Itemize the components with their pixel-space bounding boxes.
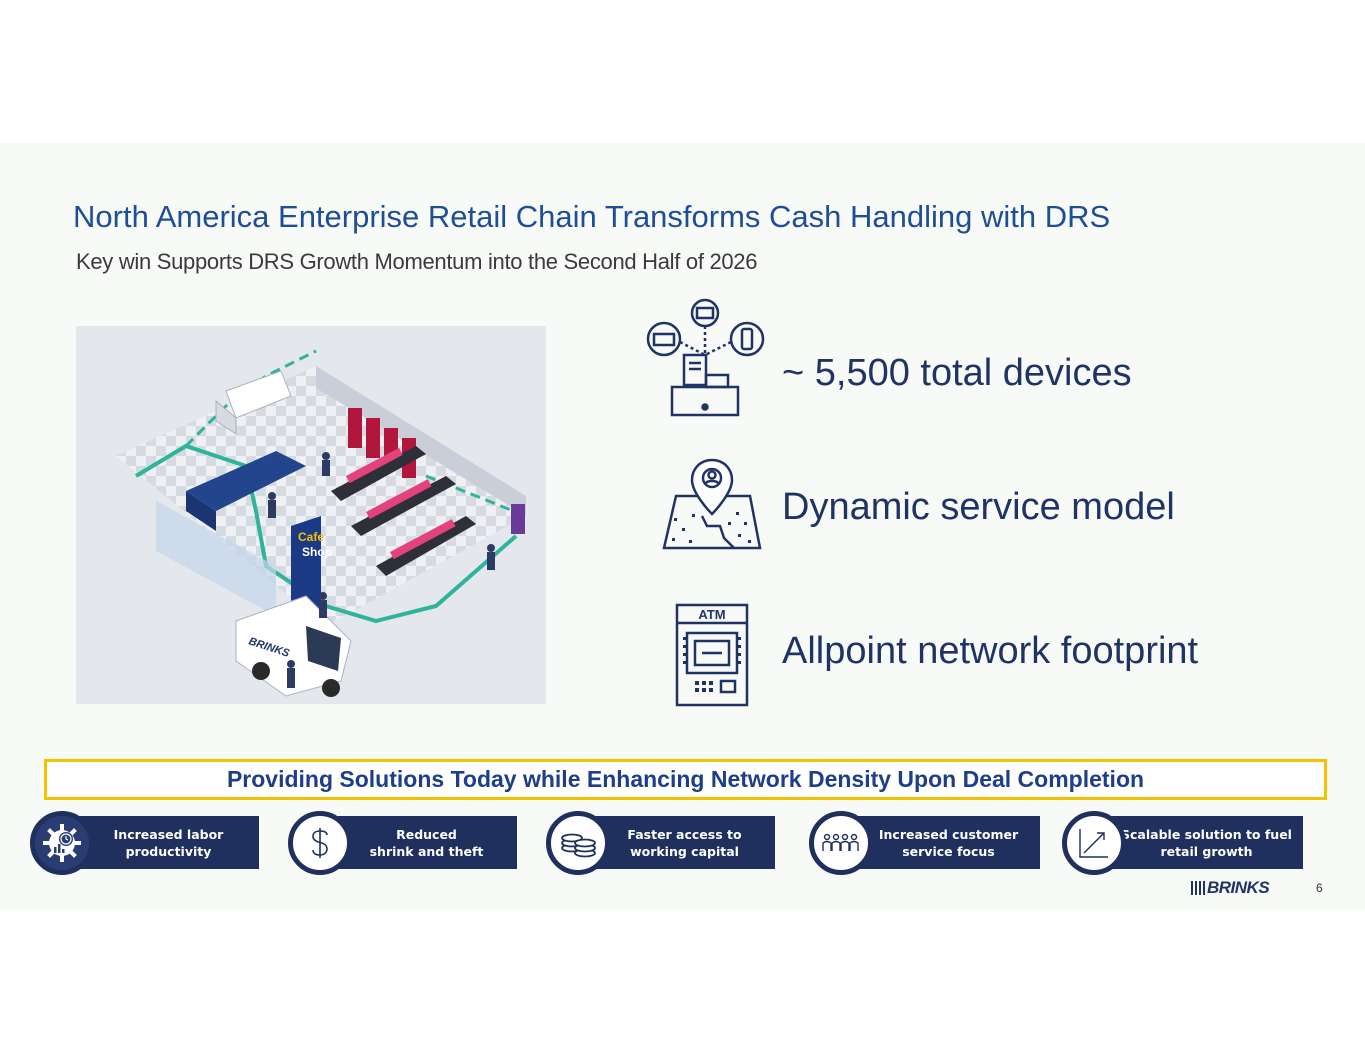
map-pin-icon <box>662 456 764 552</box>
logo-text: BRINKS <box>1207 878 1270 897</box>
benefit-label: Faster access to working capital <box>627 826 742 859</box>
benefit-plate: Increased customer service focus <box>857 816 1040 869</box>
page-number: 6 <box>1316 881 1323 895</box>
growth-chart-icon <box>1062 811 1126 875</box>
people-icon <box>809 811 873 875</box>
benefit-label: Increased customer service focus <box>878 826 1019 859</box>
benefit-plate: Increased labor productivity <box>78 816 259 869</box>
store-sign-line2: Shop <box>302 545 332 559</box>
atm-icon: ATM <box>675 603 749 707</box>
banner-text: Providing Solutions Today while Enhancin… <box>226 766 1145 792</box>
service-van: BRINKS <box>235 595 352 697</box>
gear-clock-icon <box>30 811 94 875</box>
benefit-shrink-theft: Reduced shrink and theft <box>288 811 518 875</box>
benefit-plate: Scalable solution to fuel retail growth <box>1110 816 1303 869</box>
benefit-label: Increased labor productivity <box>113 826 224 859</box>
pos-register-icon <box>642 297 768 419</box>
feature-network-text: Allpoint network footprint <box>782 630 1199 672</box>
atm-label: ATM <box>698 607 725 622</box>
coins-icon <box>546 811 610 875</box>
slide-subtitle: Key win Supports DRS Growth Momentum int… <box>76 249 758 274</box>
benefit-customer-service: Increased customer service focus <box>809 811 1041 875</box>
armored-truck <box>215 370 292 435</box>
store-illustration: Cafe Shop BRINKS <box>76 326 546 704</box>
benefit-plate: Faster access to working capital <box>594 816 775 869</box>
feature-devices-text: ~ 5,500 total devices <box>782 352 1132 394</box>
logo-bars <box>1191 881 1205 895</box>
slide-title: North America Enterprise Retail Chain Tr… <box>73 199 1111 234</box>
benefit-label: Reduced shrink and theft <box>369 826 484 859</box>
benefit-label: Scalable solution to fuel retail growth <box>1121 826 1292 859</box>
banner: Providing Solutions Today while Enhancin… <box>44 759 1327 800</box>
benefit-labor-productivity: Increased labor productivity <box>30 811 260 875</box>
benefit-retail-growth: Scalable solution to fuel retail growth <box>1062 811 1304 875</box>
dollar-icon <box>288 811 352 875</box>
brinks-logo: BRINKS <box>1191 878 1289 897</box>
benefit-plate: Reduced shrink and theft <box>336 816 517 869</box>
store-sign-line1: Cafe <box>298 530 324 544</box>
benefit-working-capital: Faster access to working capital <box>546 811 776 875</box>
feature-service-text: Dynamic service model <box>782 486 1175 528</box>
